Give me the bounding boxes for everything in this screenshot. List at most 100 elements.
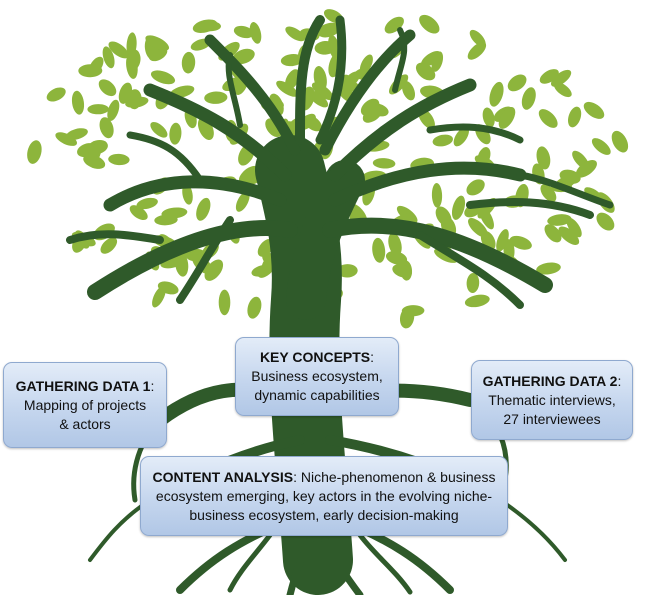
leaf	[540, 184, 557, 202]
gathering-data-1-line2: & actors	[59, 415, 111, 432]
leaf	[468, 218, 488, 238]
gathering-data-2-box: GATHERING DATA 2: Thematic interviews, 2…	[471, 360, 633, 440]
leaf	[536, 146, 551, 170]
leaf	[99, 117, 114, 139]
leaf	[161, 207, 188, 219]
leaf	[181, 51, 196, 74]
leaf	[611, 130, 629, 153]
leaf	[238, 165, 258, 183]
leaf	[249, 22, 262, 44]
leaf	[466, 179, 485, 196]
leaf	[276, 80, 298, 97]
leaf	[479, 205, 494, 230]
leaf	[27, 140, 42, 164]
leaf	[498, 106, 516, 129]
leaf	[83, 154, 106, 169]
key-concepts-box: KEY CONCEPTS: Business ecosystem, dynami…	[235, 337, 399, 416]
leaf	[431, 183, 443, 208]
leaf	[464, 294, 490, 308]
leaf	[107, 99, 120, 121]
leaf	[233, 25, 254, 39]
leaf	[432, 134, 453, 147]
leaf	[466, 273, 480, 293]
content-analysis-colon: :	[293, 468, 297, 485]
leaf	[108, 41, 129, 59]
leaf	[152, 285, 166, 308]
key-concepts-line1: Business ecosystem,	[251, 368, 383, 384]
leaf	[150, 70, 176, 85]
leaf	[336, 264, 358, 278]
gathering-data-1-line1: Mapping of projects	[23, 396, 147, 413]
key-concepts-heading: KEY CONCEPTS	[259, 349, 371, 365]
gathering-data-2-heading-line: GATHERING DATA 2:	[478, 372, 626, 391]
leaf	[419, 14, 440, 34]
leaf	[232, 48, 255, 65]
leaf	[136, 197, 158, 210]
leaf	[71, 90, 85, 115]
leaf	[102, 46, 115, 69]
leaf	[198, 20, 221, 32]
leaf	[591, 138, 611, 155]
leaf	[568, 106, 582, 128]
leaf	[559, 169, 581, 184]
leaf	[218, 289, 231, 316]
leaf	[451, 195, 466, 220]
content-analysis-line0: Niche-phenomenon & business	[296, 468, 496, 485]
leaf	[558, 226, 580, 245]
key-concepts-heading-line: KEY CONCEPTS:	[242, 348, 392, 367]
leaf	[544, 224, 562, 243]
gathering-data-1-heading: GATHERING DATA 1	[15, 377, 151, 394]
leaf	[550, 69, 572, 87]
leaf	[509, 235, 532, 250]
gathering-data-2-colon: :	[617, 372, 622, 389]
leaf	[235, 191, 250, 212]
leaf	[482, 107, 495, 128]
leaf	[108, 153, 130, 166]
leaf	[496, 229, 509, 252]
leaf	[392, 264, 412, 278]
leaf	[431, 51, 444, 72]
leaf	[196, 197, 211, 221]
content-analysis-line2: business ecosystem, early decision-makin…	[189, 506, 459, 523]
leaf	[575, 160, 597, 178]
content-analysis-heading-line: CONTENT ANALYSIS: Niche-phenomenon & bus…	[147, 468, 501, 487]
gathering-data-2-line2: 27 interviewees	[503, 410, 601, 427]
leaf	[507, 74, 527, 92]
gathering-data-1-heading-line: GATHERING DATA 1:	[10, 377, 160, 396]
leaf	[150, 121, 168, 138]
leaf	[311, 82, 334, 101]
leaf	[308, 90, 329, 108]
leaf	[55, 132, 78, 146]
leaf	[328, 35, 341, 60]
key-concepts-line2: dynamic capabilities	[254, 387, 380, 403]
leaf	[596, 212, 615, 231]
leaf	[547, 214, 572, 226]
leaf	[169, 122, 182, 145]
leaf	[521, 87, 536, 110]
leaf	[360, 98, 380, 116]
leaf	[280, 54, 304, 67]
leaf	[359, 54, 373, 75]
leaf	[98, 79, 117, 97]
leaf	[145, 35, 170, 51]
leaf	[467, 42, 487, 60]
leaf	[388, 232, 402, 256]
content-analysis-heading: CONTENT ANALYSIS	[152, 468, 294, 485]
leaf	[127, 49, 141, 70]
content-analysis-line1: ecosystem emerging, key actors in the ev…	[155, 487, 493, 504]
leaf	[385, 251, 408, 265]
leaf	[100, 237, 118, 254]
leaf	[78, 64, 103, 78]
key-concepts-colon: :	[370, 349, 375, 365]
leaf	[204, 91, 228, 104]
leaf	[583, 101, 605, 119]
leaf	[372, 158, 396, 169]
leaf	[477, 147, 491, 167]
leaf	[489, 81, 504, 107]
content-analysis-box: CONTENT ANALYSIS: Niche-phenomenon & bus…	[140, 456, 508, 536]
leaf	[372, 237, 386, 263]
gathering-data-2-line1: Thematic interviews,	[488, 391, 616, 408]
leaf	[399, 306, 415, 329]
leaf	[538, 109, 558, 128]
leaf	[247, 296, 262, 319]
